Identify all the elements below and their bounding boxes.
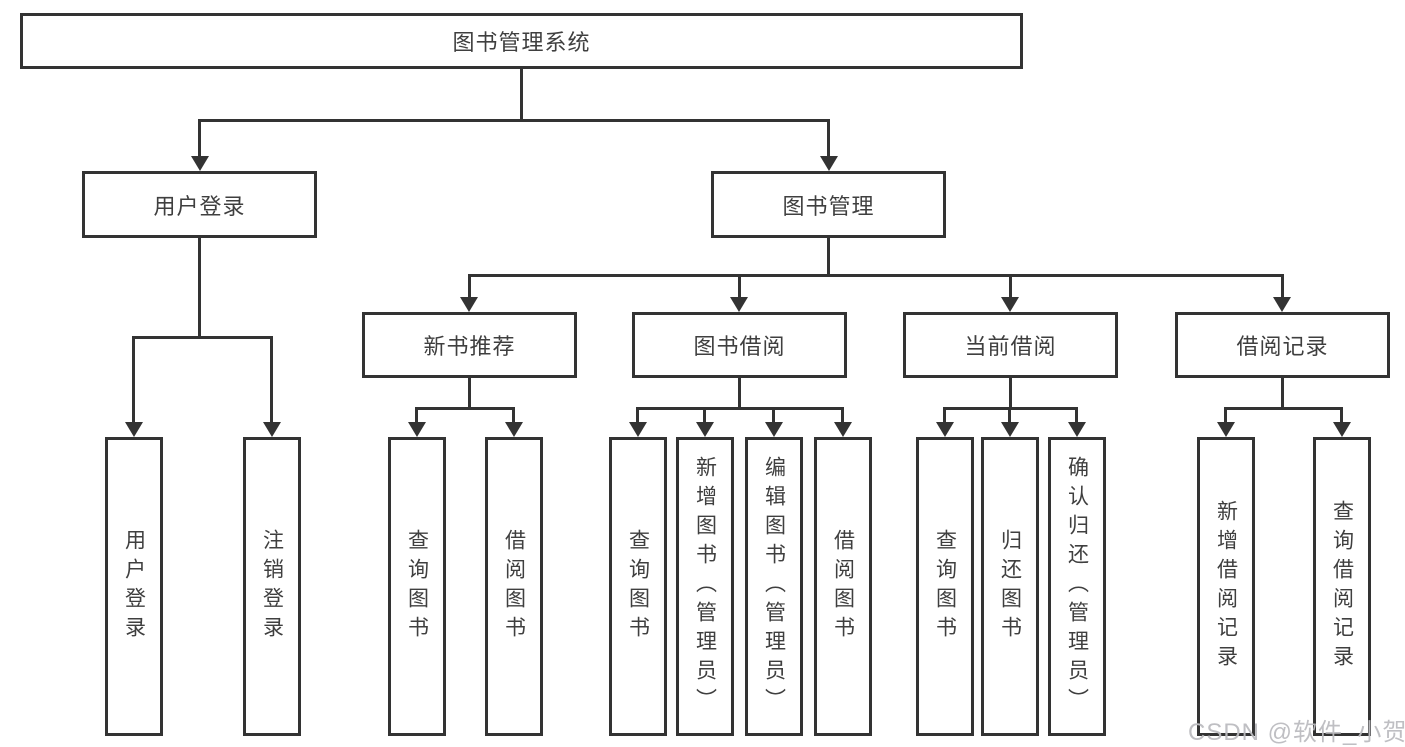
leaf-edit-books-admin: 编辑图书（管理员） — [745, 437, 803, 736]
leaf-edit-books-admin-label: 编辑图书（管理员） — [762, 456, 786, 717]
node-borrowing-records-label: 借阅记录 — [1236, 334, 1329, 359]
node-root: 图书管理系统 — [20, 13, 1023, 69]
leaf-query-books-3-label: 查询图书 — [933, 528, 957, 645]
arrowhead-down-icon — [834, 422, 852, 437]
leaf-query-borrow-record: 查询借阅记录 — [1313, 437, 1371, 736]
connector-line — [1008, 407, 1011, 425]
connector-line — [1009, 378, 1012, 409]
leaf-confirm-return-admin: 确认归还（管理员） — [1048, 437, 1106, 736]
leaf-query-books-2: 查询图书 — [609, 437, 667, 736]
leaf-logout-label: 注销登录 — [260, 528, 284, 645]
connector-line — [1281, 378, 1284, 409]
leaf-add-borrow-record: 新增借阅记录 — [1197, 437, 1255, 736]
leaf-borrow-books-2-label: 借阅图书 — [831, 528, 855, 645]
connector-line — [415, 407, 418, 425]
node-new-book-recommend-label: 新书推荐 — [423, 334, 516, 359]
connector-line — [468, 274, 471, 300]
connector-line — [468, 274, 1284, 277]
connector-line — [198, 238, 201, 338]
node-user-login: 用户登录 — [82, 171, 317, 238]
connector-line — [1224, 407, 1343, 410]
arrowhead-down-icon — [1001, 297, 1019, 312]
connector-line — [636, 407, 639, 425]
csdn-watermark: CSDN @软件_小贺同学 — [1188, 719, 1405, 746]
leaf-confirm-return-admin-label: 确认归还（管理员） — [1065, 456, 1089, 717]
node-book-management-label: 图书管理 — [782, 193, 875, 219]
arrowhead-down-icon — [696, 422, 714, 437]
leaf-return-books-label: 归还图书 — [998, 528, 1022, 645]
leaf-query-borrow-record-label: 查询借阅记录 — [1330, 499, 1354, 674]
connector-line — [468, 378, 471, 409]
arrowhead-down-icon — [191, 156, 209, 171]
leaf-query-books-2-label: 查询图书 — [626, 528, 650, 645]
connector-line — [738, 378, 741, 409]
node-new-book-recommend: 新书推荐 — [362, 312, 577, 378]
leaf-query-books-1: 查询图书 — [388, 437, 446, 736]
node-user-login-label: 用户登录 — [153, 193, 246, 219]
leaf-add-books-admin: 新增图书（管理员） — [676, 437, 734, 736]
leaf-user-login: 用户登录 — [105, 437, 163, 736]
connector-line — [198, 119, 830, 122]
node-book-management: 图书管理 — [711, 171, 946, 238]
arrowhead-down-icon — [730, 297, 748, 312]
connector-line — [1224, 407, 1227, 425]
node-borrowing-records: 借阅记录 — [1175, 312, 1390, 378]
node-current-borrowing-label: 当前借阅 — [964, 334, 1057, 359]
connector-line — [703, 407, 706, 425]
arrowhead-down-icon — [765, 422, 783, 437]
connector-line — [520, 68, 523, 121]
connector-line — [132, 336, 135, 424]
connector-line — [772, 407, 775, 425]
leaf-borrow-books-2: 借阅图书 — [814, 437, 872, 736]
connector-line — [827, 119, 830, 159]
connector-line — [1340, 407, 1343, 425]
leaf-logout: 注销登录 — [243, 437, 301, 736]
node-book-borrowing-label: 图书借阅 — [693, 334, 786, 359]
arrowhead-down-icon — [1333, 422, 1351, 437]
node-book-borrowing: 图书借阅 — [632, 312, 847, 378]
node-root-label: 图书管理系统 — [452, 30, 591, 55]
node-current-borrowing: 当前借阅 — [903, 312, 1118, 378]
connector-line — [738, 274, 741, 300]
leaf-add-borrow-record-label: 新增借阅记录 — [1214, 499, 1238, 674]
connector-line — [1075, 407, 1078, 425]
connector-line — [943, 407, 946, 425]
arrowhead-down-icon — [505, 422, 523, 437]
arrowhead-down-icon — [263, 422, 281, 437]
arrowhead-down-icon — [1273, 297, 1291, 312]
leaf-user-login-label: 用户登录 — [122, 528, 146, 645]
connector-line — [636, 407, 844, 410]
connector-line — [1009, 274, 1012, 300]
arrowhead-down-icon — [936, 422, 954, 437]
leaf-return-books: 归还图书 — [981, 437, 1039, 736]
connector-line — [841, 407, 844, 425]
arrowhead-down-icon — [125, 422, 143, 437]
connector-line — [827, 238, 830, 276]
arrowhead-down-icon — [1068, 422, 1086, 437]
leaf-query-books-1-label: 查询图书 — [405, 528, 429, 645]
connector-line — [415, 407, 515, 410]
connector-line — [1281, 274, 1284, 300]
arrowhead-down-icon — [1001, 422, 1019, 437]
connector-line — [132, 336, 273, 339]
leaf-add-books-admin-label: 新增图书（管理员） — [693, 456, 717, 717]
arrowhead-down-icon — [629, 422, 647, 437]
leaf-borrow-books-1-label: 借阅图书 — [502, 528, 526, 645]
connector-line — [512, 407, 515, 425]
arrowhead-down-icon — [820, 156, 838, 171]
connector-line — [270, 336, 273, 424]
leaf-query-books-3: 查询图书 — [916, 437, 974, 736]
arrowhead-down-icon — [408, 422, 426, 437]
arrowhead-down-icon — [1217, 422, 1235, 437]
leaf-borrow-books-1: 借阅图书 — [485, 437, 543, 736]
connector-line — [198, 119, 201, 159]
arrowhead-down-icon — [460, 297, 478, 312]
